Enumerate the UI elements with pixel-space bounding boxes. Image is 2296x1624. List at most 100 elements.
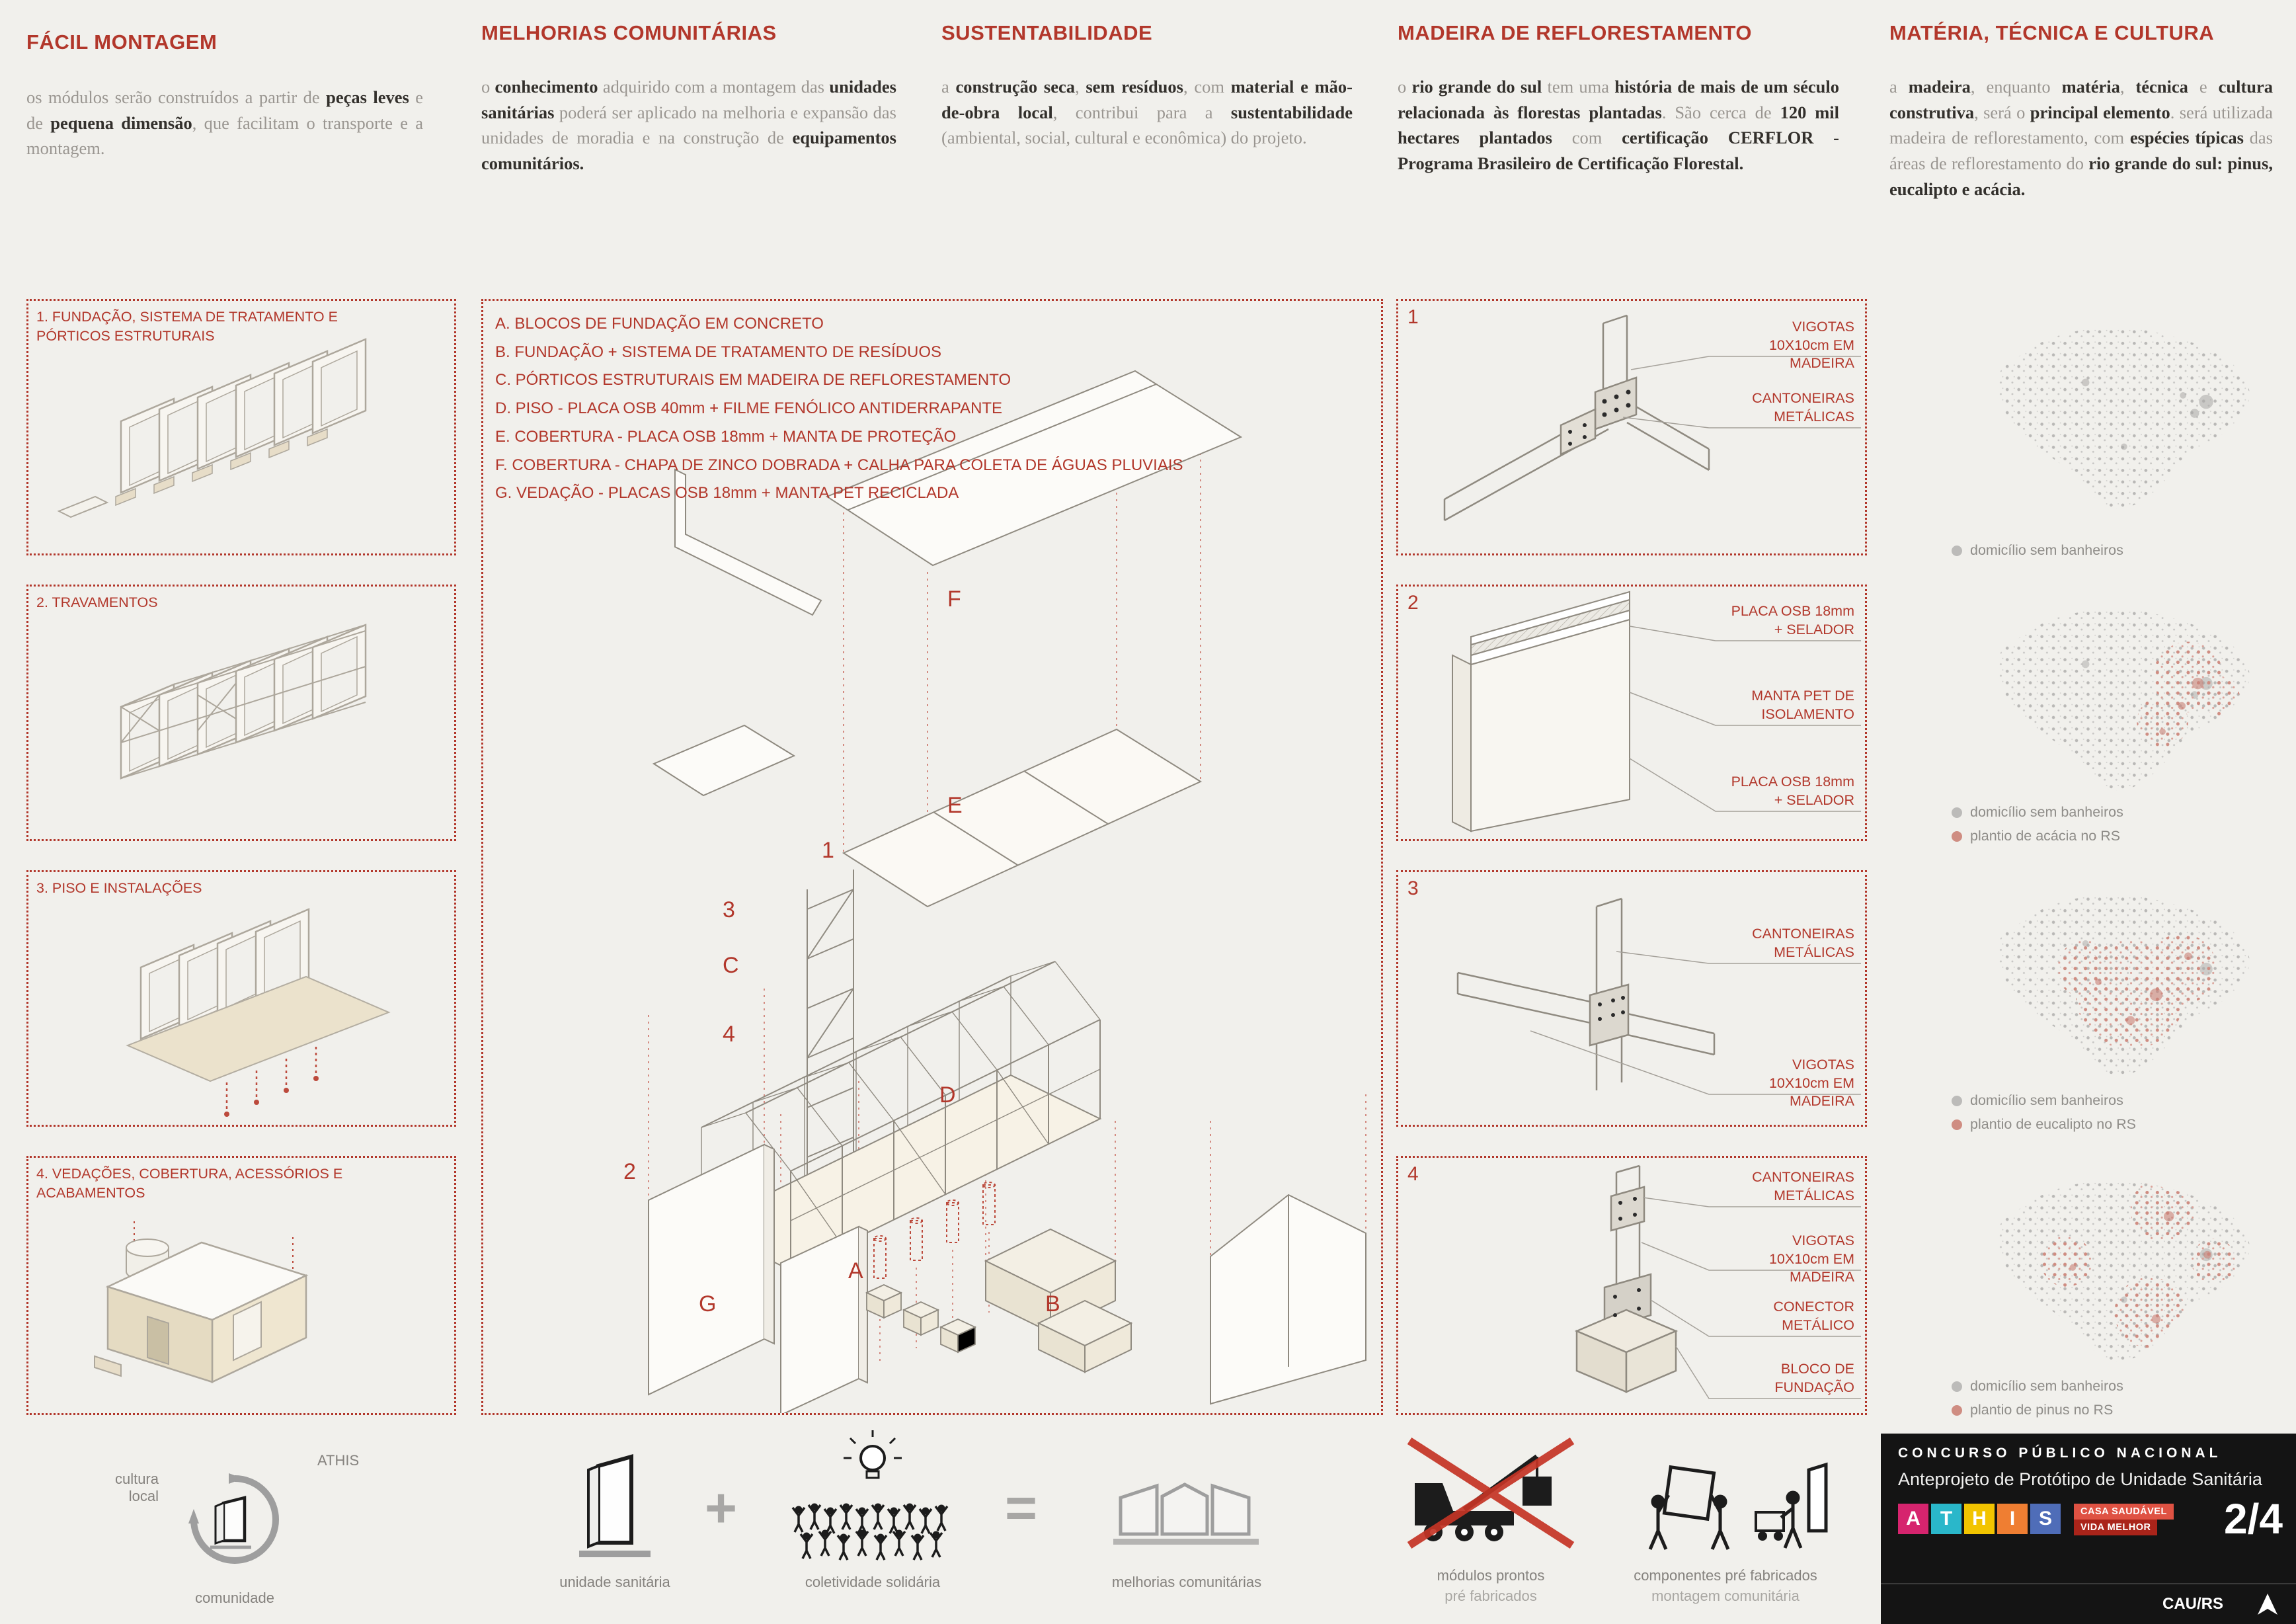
- detail-4-number: 4: [1407, 1163, 1419, 1185]
- unidade-sanitaria-item: unidade sanitária: [542, 1445, 688, 1604]
- detail-4-label-2: VIGOTAS 10X10cm EM MADEIRA: [1768, 1233, 1854, 1285]
- legend-item-e: E. COBERTURA - PLACA OSB 18mm + MANTA DE…: [495, 427, 957, 446]
- sanitary-unit-icon: [579, 1454, 651, 1557]
- red-dot-icon: [1952, 1404, 1962, 1416]
- section-title-facil-montagem: FÁCIL MONTAGEM: [26, 30, 218, 54]
- melhorias-label: melhorias comunitárias: [1111, 1574, 1262, 1590]
- detail-box-3: 3 CANTONEIRAS METÁLICAS VIGOTAS 10X10cm …: [1396, 870, 1867, 1127]
- map-block-4: domicílio sem banheiros plantio de pinus…: [1896, 1156, 2283, 1434]
- legend-item-a: A. BLOCOS DE FUNDAÇÃO EM CONCRETO: [495, 315, 824, 333]
- map-block-1: domicílio sem banheiros: [1896, 299, 2283, 577]
- detail-2-number: 2: [1407, 592, 1419, 614]
- no-modules-label-1: módulos prontos: [1437, 1567, 1545, 1584]
- axon-label-G: G: [699, 1291, 717, 1317]
- paragraph-materia: a madeira, enquanto matéria, técnica e c…: [1889, 77, 2274, 199]
- contest-subtitle: Anteprojeto de Protótipo de Unidade Sani…: [1898, 1469, 2262, 1489]
- axon-label-3: 3: [723, 897, 735, 922]
- detail-1-drawing: [1443, 314, 1861, 522]
- detail-box-1: 1 VIGOTAS 10X10cm EM MADEIRA CANTONEIRAS…: [1396, 299, 1867, 555]
- solidarity-crowd-icon: [791, 1430, 949, 1561]
- contest-title: CONCURSO PÚBLICO NACIONAL: [1898, 1445, 2222, 1461]
- step-box-4: 4. VEDAÇÕES, COBERTURA, ACESSÓRIOS E ACA…: [26, 1156, 456, 1415]
- detail-2-label-3: PLACA OSB 18mm + SELADOR: [1731, 774, 1854, 808]
- detail-1-label-1: VIGOTAS 10X10cm EM MADEIRA: [1768, 319, 1854, 372]
- detail-3-drawing: [1456, 897, 1861, 1095]
- map-legend-label: plantio de pinus no RS: [1970, 1402, 2114, 1418]
- map-legend-label: plantio de acácia no RS: [1970, 828, 2121, 844]
- detail-4-drawing: [1574, 1164, 1861, 1399]
- step-1-label: 1. FUNDAÇÃO, SISTEMA DE TRATAMENTO E PÓR…: [36, 309, 338, 345]
- map-legend-item: domicílio sem banheiros: [1952, 1092, 2123, 1109]
- travamentos-drawing: [120, 624, 367, 780]
- detail-4-label-4: BLOCO DE FUNDAÇÃO: [1774, 1361, 1854, 1395]
- detail-3-label-2: VIGOTAS 10X10cm EM MADEIRA: [1768, 1057, 1854, 1110]
- legend-item-d: D. PISO - PLACA OSB 40mm + FILME FENÓLIC…: [495, 399, 1003, 418]
- axon-legend: A. BLOCOS DE FUNDAÇÃO EM CONCRETO B. FUN…: [495, 310, 1183, 508]
- athis-letter: S: [2030, 1504, 2061, 1534]
- detail-4-label-1: CANTONEIRAS METÁLICAS: [1752, 1169, 1854, 1203]
- exploded-axon-box: A. BLOCOS DE FUNDAÇÃO EM CONCRETO B. FUN…: [481, 299, 1383, 1415]
- cycle-arrows-icon: [188, 1473, 279, 1564]
- casa-saudavel-badge: CASA SAUDÁVEL VIDA MELHOR: [2074, 1504, 2174, 1535]
- detail-2-label-1: PLACA OSB 18mm + SELADOR: [1731, 603, 1854, 637]
- community-cycle-diagram: cultura local ATHIS comunidade: [79, 1434, 410, 1619]
- map-legend-label: domicílio sem banheiros: [1970, 542, 2123, 558]
- detail-1-label-2: CANTONEIRAS METÁLICAS: [1752, 390, 1854, 425]
- athis-logo: A T H I S: [1898, 1504, 2061, 1534]
- detail-4-label-3: CONECTOR METÁLICO: [1773, 1299, 1854, 1333]
- athis-letter: H: [1964, 1504, 1995, 1534]
- red-dot-icon: [1952, 1119, 1962, 1130]
- map-legend-label: domicílio sem banheiros: [1970, 804, 2123, 820]
- section-title-madeira: MADEIRA DE REFLORESTAMENTO: [1398, 21, 1752, 44]
- red-dot-icon: [1952, 831, 1962, 842]
- legend-item-f: F. COBERTURA - CHAPA DE ZINCO DOBRADA + …: [495, 456, 1183, 474]
- map-legend-label: domicílio sem banheiros: [1970, 1378, 2123, 1394]
- detail-box-4: 4 CANTONEIRAS METÁLICAS VIGOTAS: [1396, 1156, 1867, 1415]
- detail-3-label-1: CANTONEIRAS METÁLICAS: [1752, 926, 1854, 960]
- cau-rs-logo-text: CAU/RS: [2162, 1595, 2223, 1613]
- athis-letter: I: [1997, 1504, 2028, 1534]
- athis-letter: A: [1898, 1504, 1928, 1534]
- detail-2-label-2: MANTA PET DE ISOLAMENTO: [1751, 688, 1854, 722]
- components-label-2: montagem comunitária: [1651, 1588, 1800, 1604]
- community-houses-icon: [1113, 1482, 1259, 1545]
- map-legend-item: domicílio sem banheiros: [1952, 1378, 2123, 1395]
- plus-sign: +: [705, 1477, 738, 1539]
- porticos-drawing: [57, 338, 367, 518]
- badge-line-2: VIDA MELHOR: [2074, 1520, 2158, 1535]
- paragraph-melhorias: o conhecimento adquirido com a montagem …: [481, 77, 896, 174]
- gray-dot-icon: [1952, 1095, 1962, 1106]
- map-legend-item: domicílio sem banheiros: [1952, 804, 2123, 821]
- step-box-3: 3. PISO E INSTALAÇÕES: [26, 870, 456, 1127]
- gray-dot-icon: [1952, 1381, 1962, 1392]
- rs-map-eucalipto: [1998, 895, 2250, 1076]
- rs-map-banheiros: [1998, 327, 2250, 509]
- step-2-label: 2. TRAVAMENTOS: [36, 594, 158, 610]
- map-block-3: domicílio sem banheiros plantio de eucal…: [1896, 870, 2283, 1148]
- legend-item-b: B. FUNDAÇÃO + SISTEMA DE TRATAMENTO DE R…: [495, 343, 941, 361]
- axon-label-D: D: [939, 1082, 956, 1108]
- axon-label-A: A: [848, 1258, 863, 1283]
- coletividade-item: coletividade solidária: [780, 1425, 965, 1604]
- cycle-label-cultura-local: cultura local: [114, 1471, 159, 1504]
- legend-item-g: G. VEDAÇÃO - PLACAS OSB 18mm + MANTA PET…: [495, 484, 959, 503]
- page-number: 2/4: [2224, 1495, 2283, 1543]
- vedacoes-drawing: [94, 1221, 309, 1383]
- rs-map-acacia: [1998, 609, 2250, 791]
- step-4-label: 4. VEDAÇÕES, COBERTURA, ACESSÓRIOS E ACA…: [36, 1166, 343, 1201]
- gray-dot-icon: [1952, 807, 1962, 818]
- cycle-label-athis: ATHIS: [317, 1452, 360, 1469]
- piso-instalacoes-drawing: [126, 908, 391, 1117]
- athis-letter: T: [1931, 1504, 1961, 1534]
- section-title-melhorias: MELHORIAS COMUNITÁRIAS: [481, 21, 777, 44]
- step-box-2: 2. TRAVAMENTOS: [26, 585, 456, 841]
- org-logo-mark: [2258, 1594, 2277, 1615]
- step-box-1: 1. FUNDAÇÃO, SISTEMA DE TRATAMENTO E PÓR…: [26, 299, 456, 555]
- detail-3-number: 3: [1407, 877, 1419, 899]
- map-legend-item: plantio de acácia no RS: [1952, 828, 2120, 844]
- rs-map-pinus: [1998, 1180, 2250, 1362]
- map-legend-item: plantio de pinus no RS: [1952, 1402, 2113, 1418]
- axon-label-E: E: [947, 793, 963, 818]
- footer-logo-bar: CAU/RS: [1881, 1583, 2296, 1624]
